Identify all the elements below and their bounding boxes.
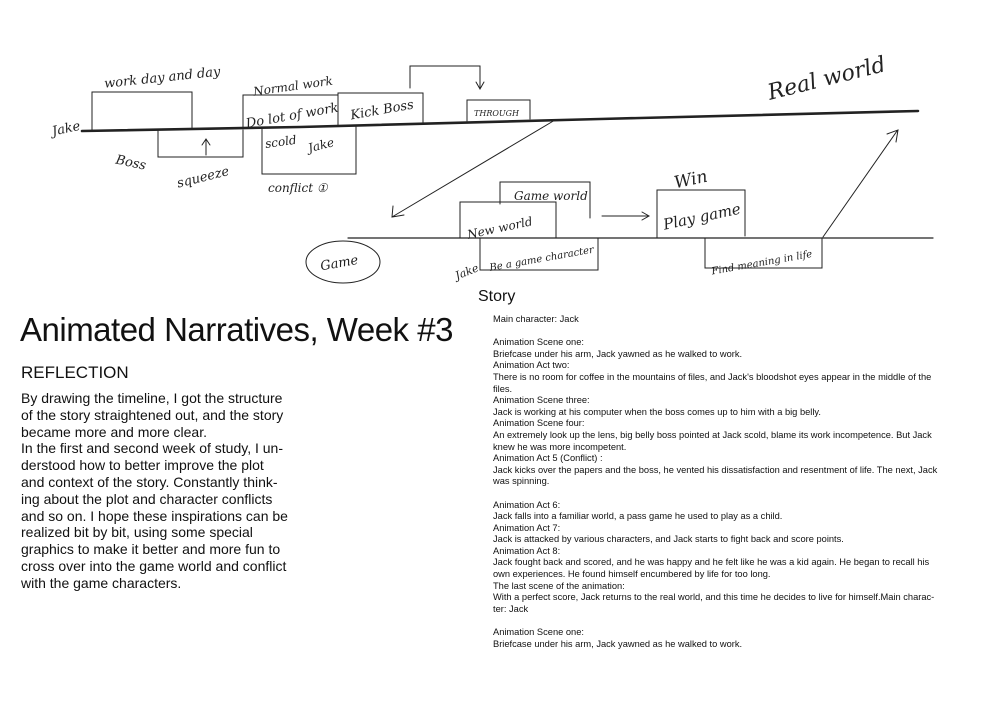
scene-heading: Animation Scene four: [493,418,585,429]
scene-heading: Animation Act 8: [493,545,561,556]
reflection-line: and context of the story. Constantly thi… [21,473,278,490]
kick-boss-box [337,92,424,126]
scene-heading: Animation Act 7: [493,522,561,533]
scene-text: Jack kicks over the papers and the boss,… [493,464,938,475]
scene-text: There is no room for coffee in the mount… [493,371,932,382]
label-work-day: work day and day [103,65,221,92]
up-arrow [201,138,211,156]
reflection-heading: REFLECTION [21,363,129,382]
reflection-line: with the game characters. [21,574,182,591]
label-game-world: Game world [514,189,588,203]
page-title: Animated Narratives, Week #3 [20,311,453,348]
scene-text: Jack falls into a familiar world, a pass… [493,511,783,522]
scene-heading: The last scene of the animation: [493,580,625,591]
label-find-meaning: Find meaning in life [710,249,813,278]
label-real-world: Real world [764,52,888,106]
reflection-line: graphics to make it better and more fun … [21,541,281,558]
label-conflict: conflict ① [268,181,329,195]
scene-text: knew he was more incompetent. [493,441,627,452]
scene-text: Briefcase under his arm, Jack yawned as … [493,348,743,359]
label-jake-bottom: Jake [451,261,481,283]
scene-text: files. [493,383,513,394]
scene-heading: Animation Act 6: [493,499,561,510]
label-squeeze: squeeze [176,164,232,192]
right-arrow [601,211,651,221]
reflection-line: ing about the plot and character conflic… [21,490,273,507]
find-meaning-box [704,237,823,269]
new-world-box [459,201,557,239]
falling-arrow [391,119,556,218]
label-jake-mid: Jake [304,135,336,156]
scene-heading: Animation Act 5 (Conflict) : [493,453,603,464]
scene-text: Jack fought back and scored, and he was … [493,557,930,568]
game-world-box [499,181,591,219]
scene-text: Jack is attacked by various characters, … [493,534,844,545]
scene-text: was spinning. [493,476,550,487]
reflection-line: realized bit by bit, using some special [21,524,253,541]
main-character-line: Main character: Jack [493,314,579,324]
reflection-line: cross over into the game world and confl… [21,557,287,574]
reflection-line: became more and more clear. [21,423,207,440]
label-win: Win [672,167,709,194]
reflection-line: and so on. I hope these inspirations can… [21,507,288,524]
be-character-box [479,237,599,271]
scene-heading: Animation Scene one: [493,337,584,348]
scene-text: Briefcase under his arm, Jack yawned as … [493,638,743,649]
step-box [409,65,485,91]
label-scold: scold [264,133,298,151]
label-play-game: Play game [661,200,743,234]
label-through: THROUGH [474,109,520,118]
reflection-line: In the first and second week of study, I… [21,440,283,457]
label-game: Game [319,253,359,274]
timeline-sketch: Jake work day and day Boss squeeze Norma… [48,52,934,284]
reflection-line: By drawing the timeline, I got the struc… [21,390,283,406]
squeeze-box [157,129,244,158]
scene-heading: Animation Act two: [493,360,570,371]
scene-text: With a perfect score, Jack returns to th… [493,592,935,603]
reflection-line: of the story straightened out, and the s… [21,406,284,423]
story-heading: Story [478,288,516,305]
scene-heading: Animation Scene one: [493,627,584,638]
reflection-body: By drawing the timeline, I got the struc… [21,390,291,592]
scene-text: own experiences. He found himself encumb… [493,569,771,580]
play-game-box [656,189,746,239]
conflict-box [261,124,357,175]
scene-text: Jack is working at his computer when the… [493,406,821,417]
work-box [91,91,193,131]
label-kick-boss: Kick Boss [348,97,415,123]
real-world-timeline [80,109,920,133]
game-ellipse [305,240,381,284]
story-text: Main character: Jack Animation Scene one… [493,314,983,650]
up-right-arrow [822,129,899,238]
scene-heading: Animation Scene three: [493,395,590,406]
reflection-line: derstood how to better improve the plot [21,457,264,474]
through-box [466,99,531,122]
label-boss: Boss [113,152,147,173]
scene-text: An extremely look up the lens, big belly… [493,429,932,440]
scene-text: ter: Jack [493,603,529,614]
label-jake-left: Jake [48,119,82,140]
